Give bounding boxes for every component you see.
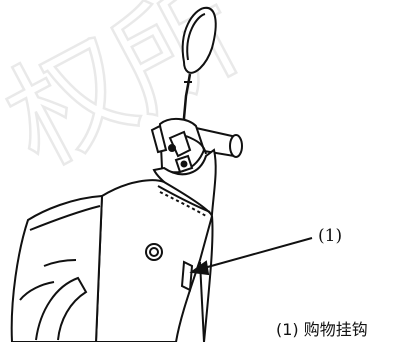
watermark: 权所 — [0, 0, 264, 195]
watermark-text: 权所 — [0, 0, 262, 194]
leg-shield — [10, 194, 104, 342]
front-body — [94, 148, 217, 342]
callout-label: (1) — [318, 226, 343, 246]
callout-arrow — [189, 237, 313, 276]
caption-shopping-hook: (1) 购物挂钩 — [276, 320, 368, 339]
shopping-hook — [180, 260, 194, 292]
